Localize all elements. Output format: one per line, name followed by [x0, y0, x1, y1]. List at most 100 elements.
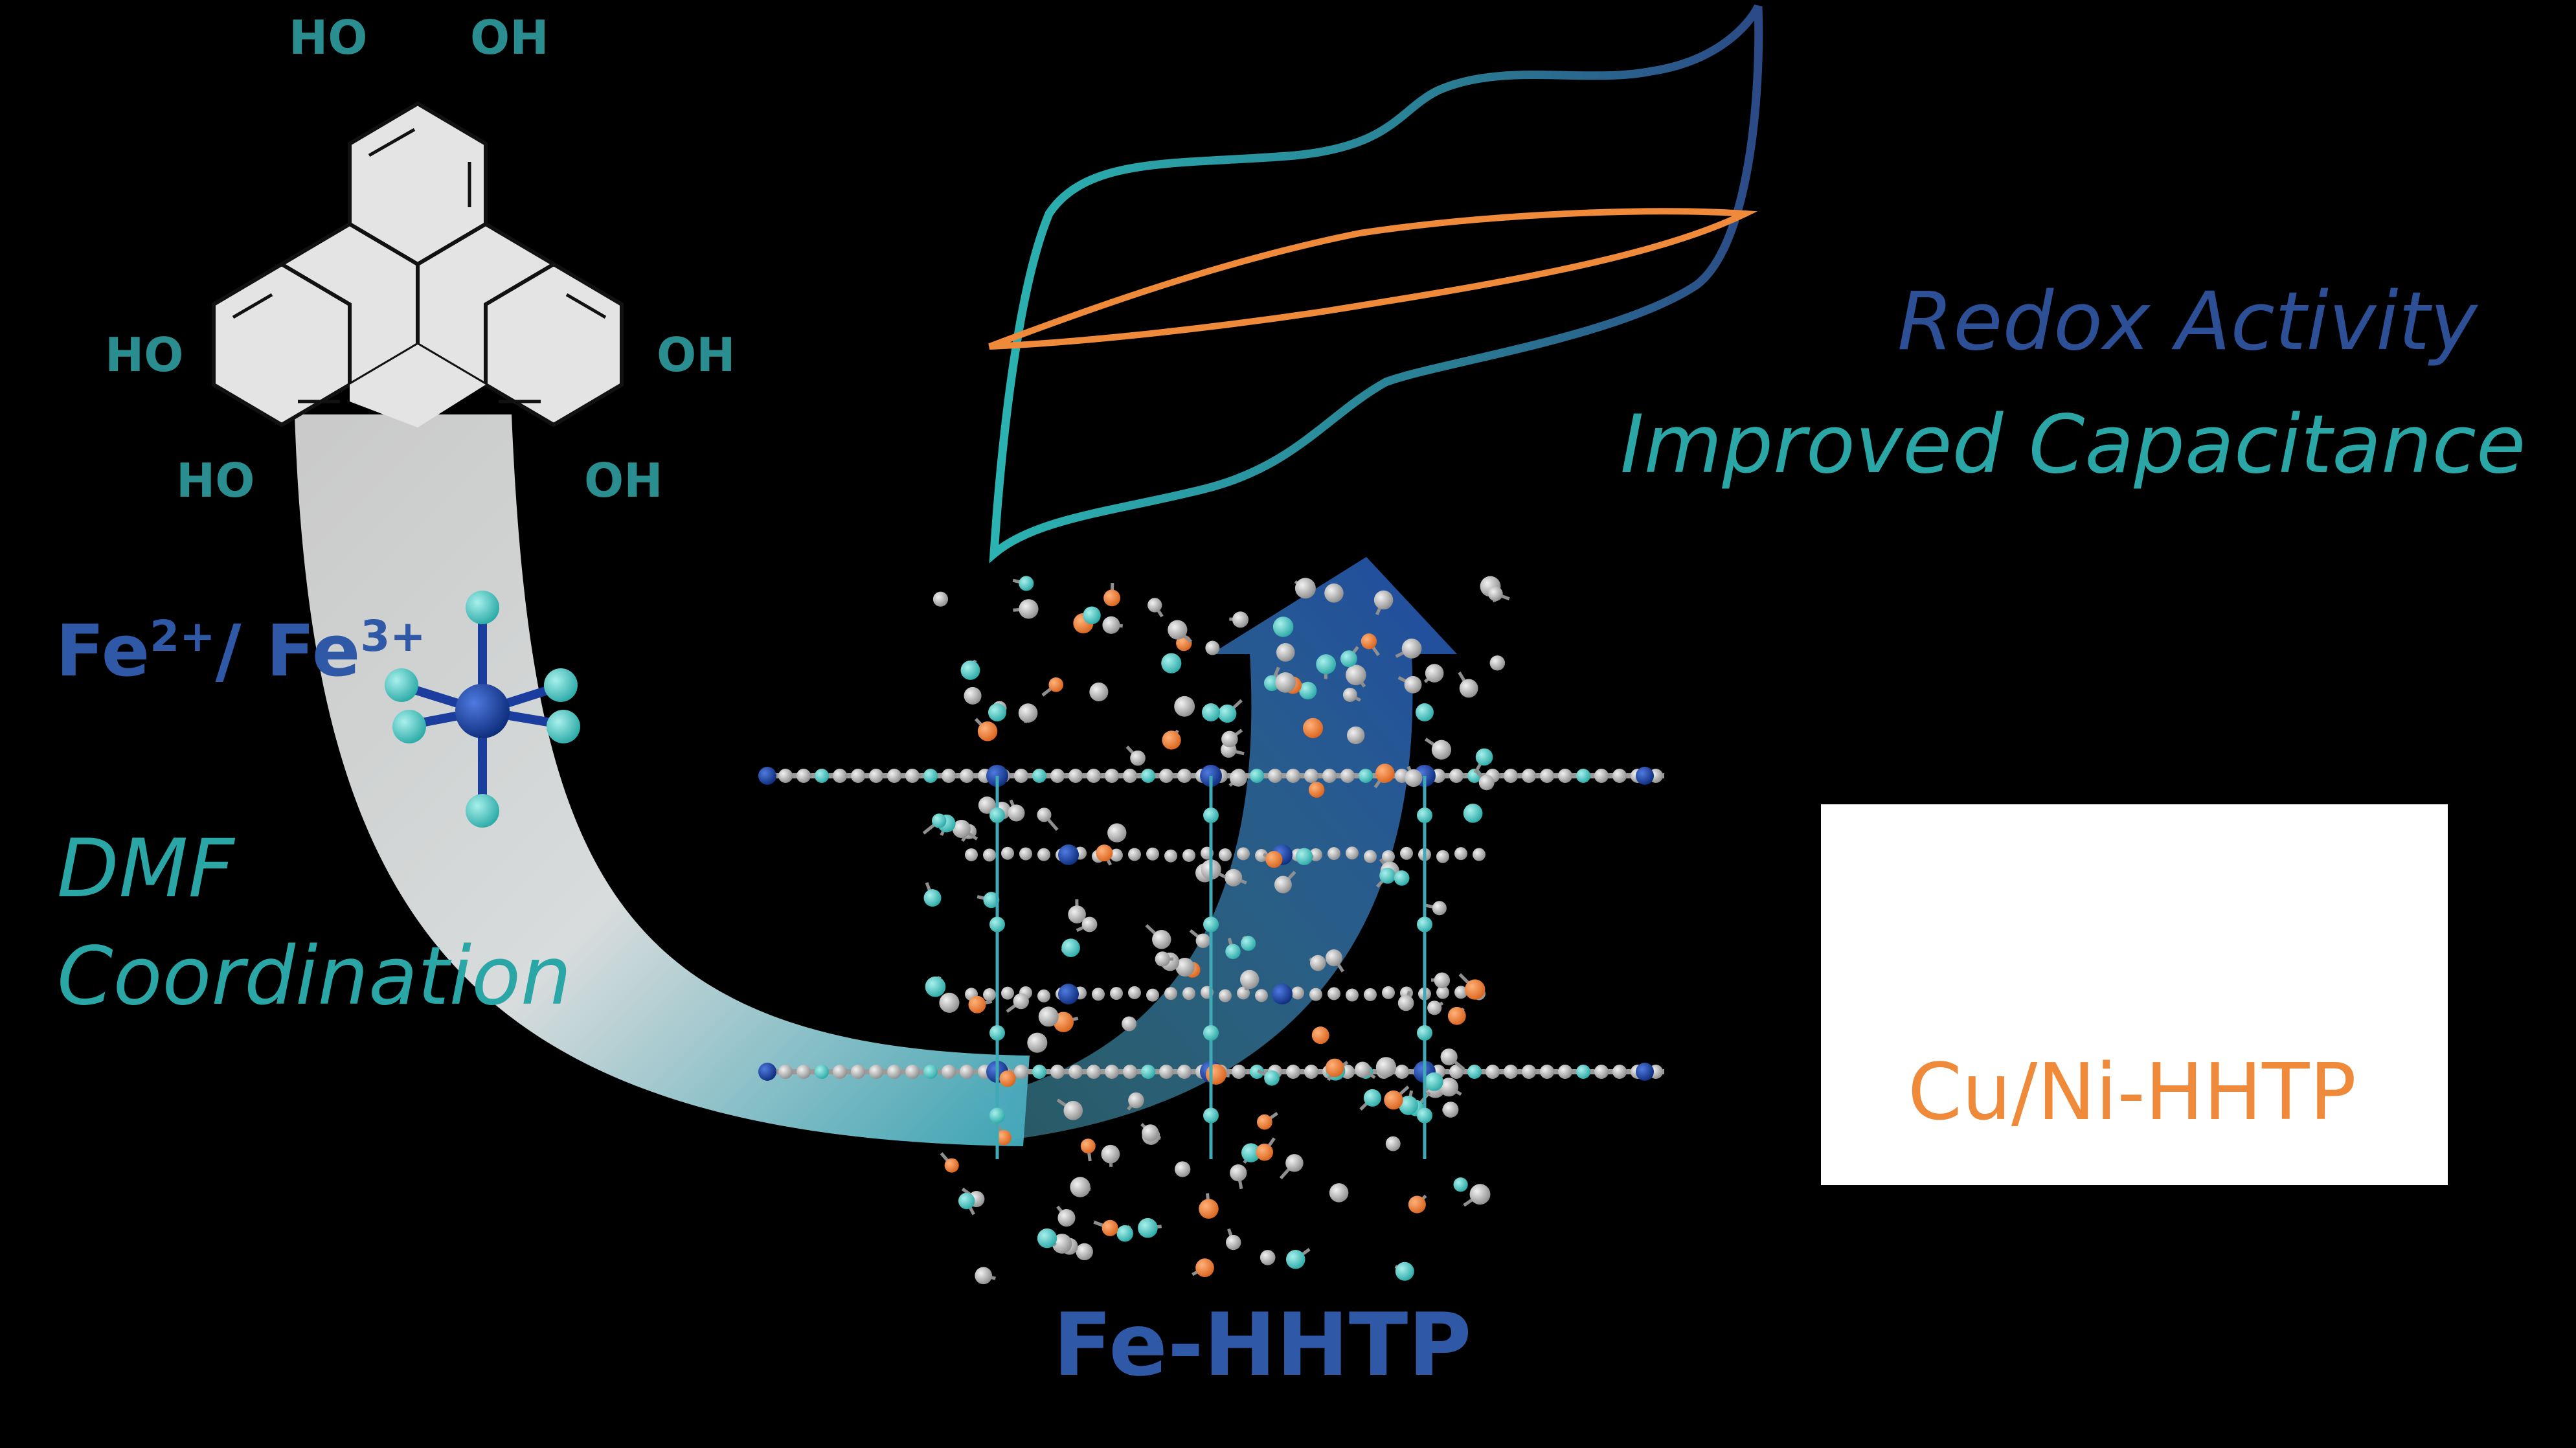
reaction-arrow-gray [295, 414, 1030, 1146]
oxygen-atom [923, 1065, 938, 1079]
carbon-atom [1276, 643, 1295, 662]
carbon-atom [1102, 616, 1120, 634]
carbon-atom [1130, 750, 1146, 766]
nitrogen-atom [1475, 748, 1493, 766]
carbon-atom [1594, 769, 1609, 783]
carbon-atom [1152, 930, 1171, 949]
iron-separator: / [215, 609, 242, 692]
carbon-atom [1354, 1061, 1371, 1078]
carbon-atom [1229, 769, 1247, 787]
carbon-atom [1123, 1065, 1137, 1079]
oxygen-atom [988, 703, 1006, 721]
nitrogen-atom [1272, 617, 1294, 637]
carbon-atom [1219, 848, 1232, 861]
carbon-atom [1027, 1032, 1048, 1053]
carbon-atom [1019, 599, 1039, 619]
carbon-atom [1219, 989, 1232, 1002]
nitrogen-atom [1340, 650, 1357, 668]
carbon-atom [905, 1065, 920, 1079]
cu-ni-hhtp-inset [1821, 804, 2448, 1185]
oxygen-atom [1384, 1090, 1403, 1110]
carbon-atom [1540, 769, 1554, 783]
carbon-atom [1087, 1065, 1101, 1079]
oxygen-atom [1048, 677, 1064, 692]
carbon-atom [1175, 957, 1195, 977]
carbon-atom [1427, 1001, 1442, 1015]
carbon-atom [1168, 620, 1188, 640]
coordination-label: Coordination [57, 930, 572, 1023]
carbon-atom [1286, 1065, 1300, 1079]
nitrogen-atom [1061, 938, 1080, 957]
oxygen-atom [1195, 1258, 1214, 1278]
oxygen-atom [989, 1107, 1005, 1124]
carbon-atom [939, 992, 960, 1013]
carbon-atom [1182, 987, 1195, 1001]
iron-atom [1636, 767, 1654, 785]
carbon-atom [1092, 988, 1105, 1001]
carbon-atom [1019, 847, 1032, 861]
carbon-atom [1076, 1243, 1093, 1261]
carbon-atom [1089, 682, 1109, 702]
hydroxyl-label: HO [176, 453, 255, 508]
carbon-atom [797, 1065, 811, 1079]
nitrogen-atom [1083, 606, 1101, 624]
carbon-atom [964, 686, 982, 705]
nitrogen-atom [1285, 1249, 1305, 1269]
hydroxyl-label: OH [470, 10, 549, 65]
carbon-atom [1401, 639, 1422, 659]
carbon-atom [1123, 769, 1137, 783]
carbon-atom [1225, 868, 1243, 887]
carbon-atom [1454, 847, 1467, 861]
carbon-atom [1309, 988, 1322, 1001]
oxygen-atom [999, 1070, 1016, 1087]
fe-hhtp-framework [758, 576, 1664, 1285]
oxygen-atom [1141, 769, 1155, 783]
carbon-atom [1404, 675, 1422, 694]
carbon-atom [1037, 848, 1050, 861]
oxygen-atom [1465, 979, 1486, 1000]
carbon-atom [1050, 769, 1065, 783]
carbon-atom [1128, 1092, 1144, 1109]
carbon-atom [887, 1065, 901, 1079]
nitrogen-atom [1116, 1225, 1134, 1242]
oxygen-atom [1417, 1107, 1432, 1124]
carbon-atom [1081, 916, 1098, 933]
carbon-atom [1440, 1048, 1458, 1066]
oxygen-atom [1203, 916, 1219, 933]
carbon-atom [1260, 1250, 1276, 1265]
oxygen-atom [1467, 1065, 1482, 1079]
carbon-atom [1063, 1101, 1083, 1120]
carbon-atom [1382, 850, 1395, 863]
carbon-atom [1239, 969, 1260, 990]
carbon-atom [1268, 769, 1282, 783]
oxygen-atom [944, 1158, 959, 1173]
carbon-atom [1594, 1065, 1609, 1079]
carbon-atom [1285, 1154, 1304, 1172]
carbon-atom [1146, 988, 1159, 1002]
carbon-atom [1050, 1065, 1065, 1079]
carbon-atom [1324, 583, 1344, 603]
carbon-atom [851, 769, 865, 783]
nitrogen-atom [1453, 1177, 1468, 1192]
carbon-atom [1489, 655, 1506, 671]
oxygen-atom [1203, 1107, 1219, 1124]
carbon-atom [1504, 1065, 1518, 1079]
oxygen-atom [989, 916, 1005, 933]
carbon-atom [1364, 850, 1377, 863]
oxygen-atom [1080, 1138, 1096, 1154]
oxygen-atom [1032, 769, 1046, 783]
carbon-atom [1037, 989, 1050, 1002]
oxygen-atom [1103, 589, 1121, 607]
carbon-atom [1328, 847, 1340, 861]
improved-capacitance-label: Improved Capacitance [1620, 398, 2526, 492]
carbon-atom [1425, 664, 1444, 683]
carbon-atom [1255, 989, 1268, 1002]
oxygen-atom [1447, 1006, 1466, 1025]
iron-atom [1636, 1063, 1654, 1081]
hhtp-molecule [212, 101, 624, 427]
oxygen-atom [1162, 730, 1181, 750]
carbon-atom [1164, 849, 1177, 863]
nitrogen-atom [960, 661, 980, 680]
carbon-atom [1237, 847, 1250, 861]
nitrogen-atom [1138, 1217, 1158, 1238]
